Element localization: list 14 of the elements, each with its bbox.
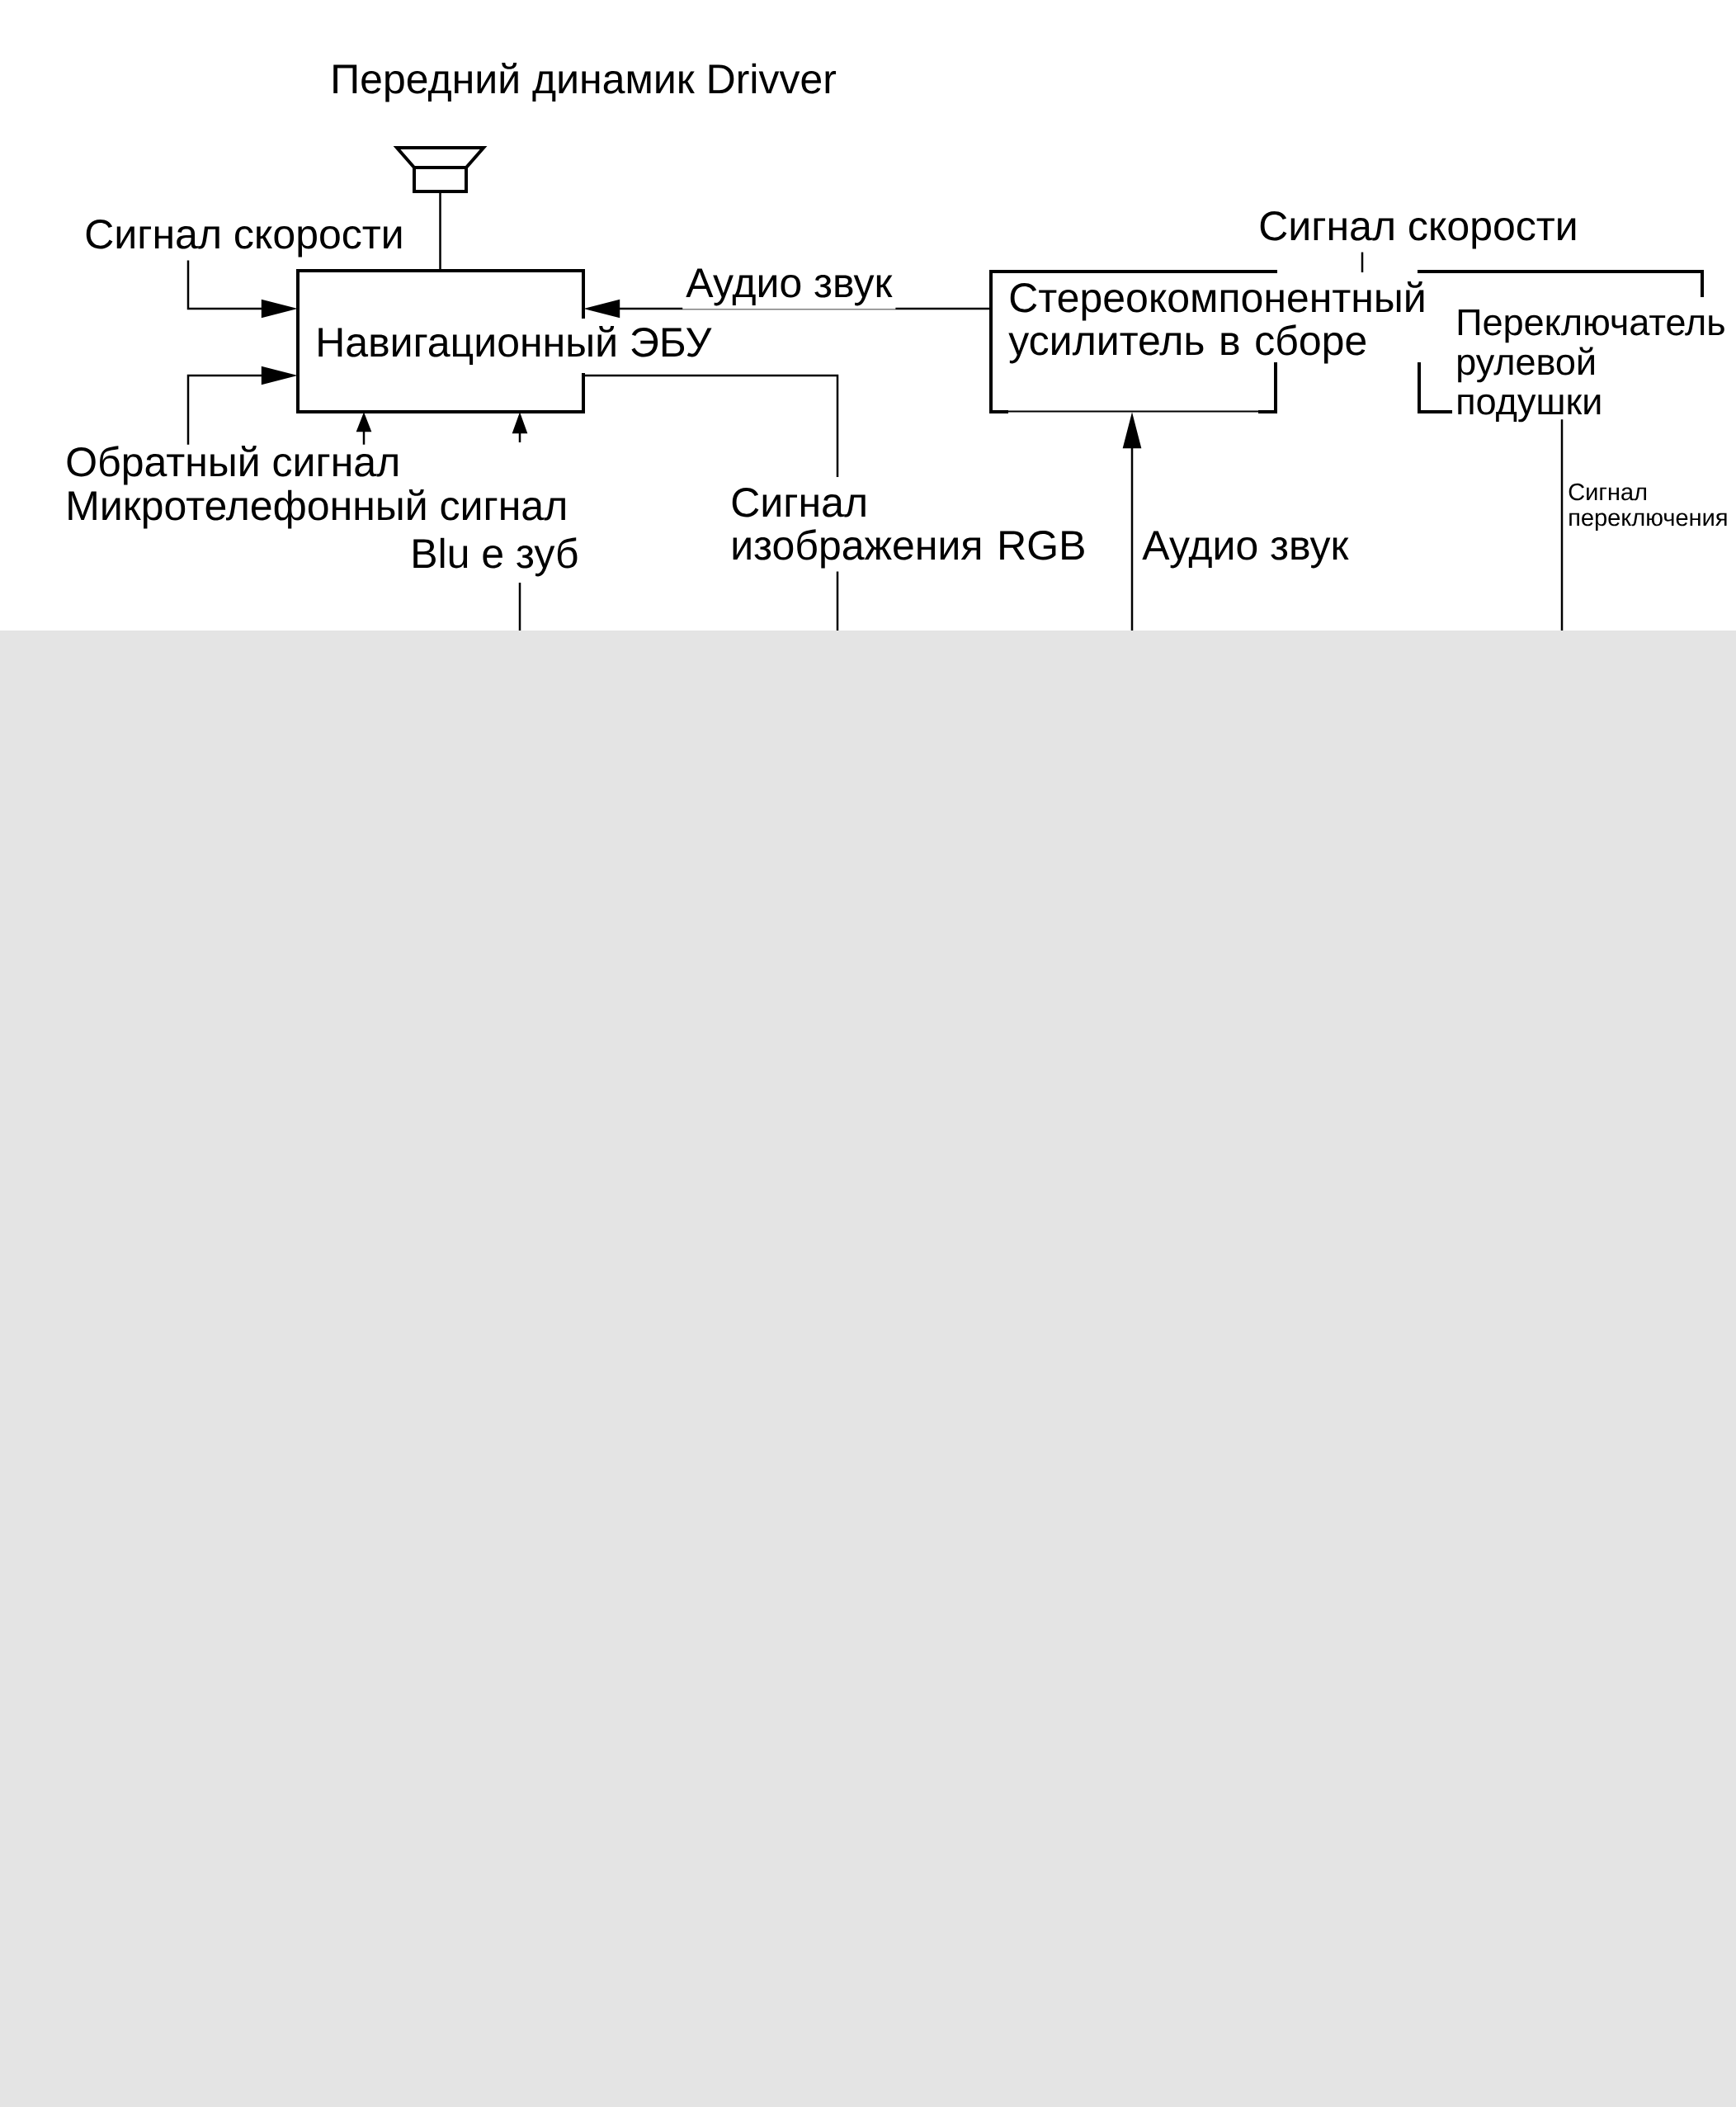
edge-label: Blu e зуб [407,534,583,580]
signal-label: Сигнал скорости [1260,211,1576,249]
signal-label: Сигнал скорости [86,220,402,257]
edge-label: Сигнал изображения RGB [727,484,1106,572]
edge-label: Аудио звук [1139,527,1352,572]
connector-line [1361,252,1364,272]
signal-label: Микротелефонный сигнал [68,489,565,529]
edge-label: Сигнал переключения [1564,480,1736,534]
connector-line [439,191,441,271]
speaker-label: Передний динамик Drivver [333,62,837,102]
signal-label: Обратный сигнал [67,445,398,485]
edge-label: Аудио звук [682,265,896,309]
amplifier-box: Стереокомпонентный усилитель в сборе [989,270,1424,413]
connector-line [1560,419,1564,631]
